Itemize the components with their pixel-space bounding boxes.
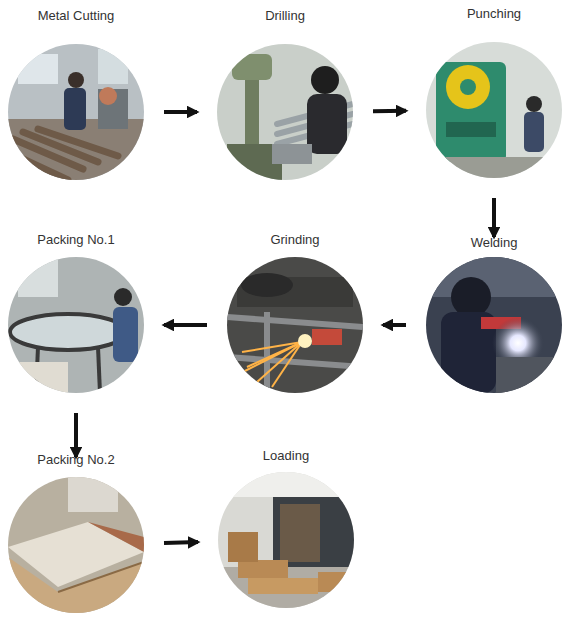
step-label: Grinding [187, 232, 403, 248]
flow-arrow [164, 540, 198, 545]
metal-cutting-photo [8, 44, 144, 180]
loading-step: Loading [218, 472, 354, 608]
cutting-step: Metal Cutting [8, 44, 144, 180]
flow-arrow [164, 323, 207, 327]
drilling-step: Drilling [217, 44, 353, 180]
step-label: Packing No.1 [0, 232, 184, 248]
drilling-photo [217, 44, 353, 180]
step-label: Packing No.2 [0, 452, 184, 468]
step-label: Drilling [177, 8, 393, 24]
step-label: Metal Cutting [0, 8, 184, 24]
step-label: Welding [386, 235, 573, 251]
welding-step: Welding [426, 257, 562, 393]
flow-arrow [164, 110, 197, 114]
welding-photo [426, 257, 562, 393]
packing-step: Packing No.2 [8, 477, 144, 613]
grinding-photo [227, 257, 363, 393]
flow-arrow [373, 109, 406, 113]
flow-arrow [383, 323, 406, 327]
packing-one-photo [8, 257, 144, 393]
flow-arrow [492, 198, 496, 237]
punching-photo [426, 42, 562, 178]
loading-photo [218, 472, 354, 608]
packing-two-photo [8, 477, 144, 613]
grinding-step: Grinding [227, 257, 363, 393]
punching-step: Punching [426, 42, 562, 178]
step-label: Loading [178, 448, 394, 464]
flow-arrow [74, 413, 78, 457]
step-label: Punching [386, 6, 573, 22]
packing-step: Packing No.1 [8, 257, 144, 393]
